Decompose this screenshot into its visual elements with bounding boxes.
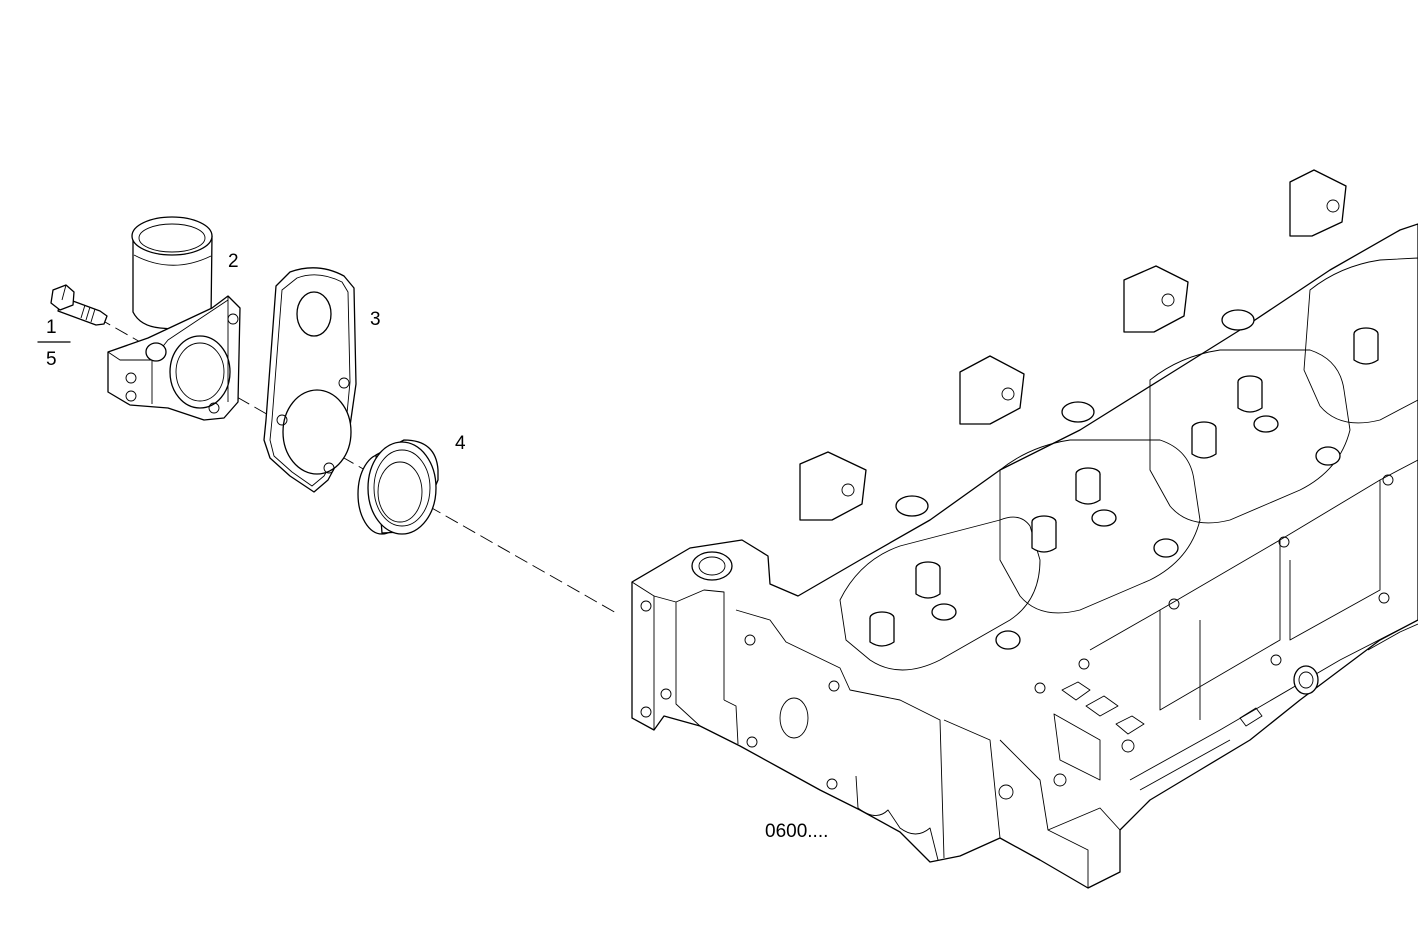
gasket-icon <box>263 267 357 493</box>
callout-item-5: 5 <box>46 349 57 370</box>
sealing-ring-icon <box>357 439 439 535</box>
callout-item-2: 2 <box>228 251 239 272</box>
cylinder-head-icon <box>631 169 1418 889</box>
water-outlet-housing-icon <box>107 216 241 421</box>
callout-item-4: 4 <box>455 433 466 454</box>
callout-item-1: 1 <box>46 317 57 338</box>
bolt-icon <box>50 284 108 326</box>
callout-item-3: 3 <box>370 309 381 330</box>
reference-label: 0600.... <box>765 821 829 842</box>
